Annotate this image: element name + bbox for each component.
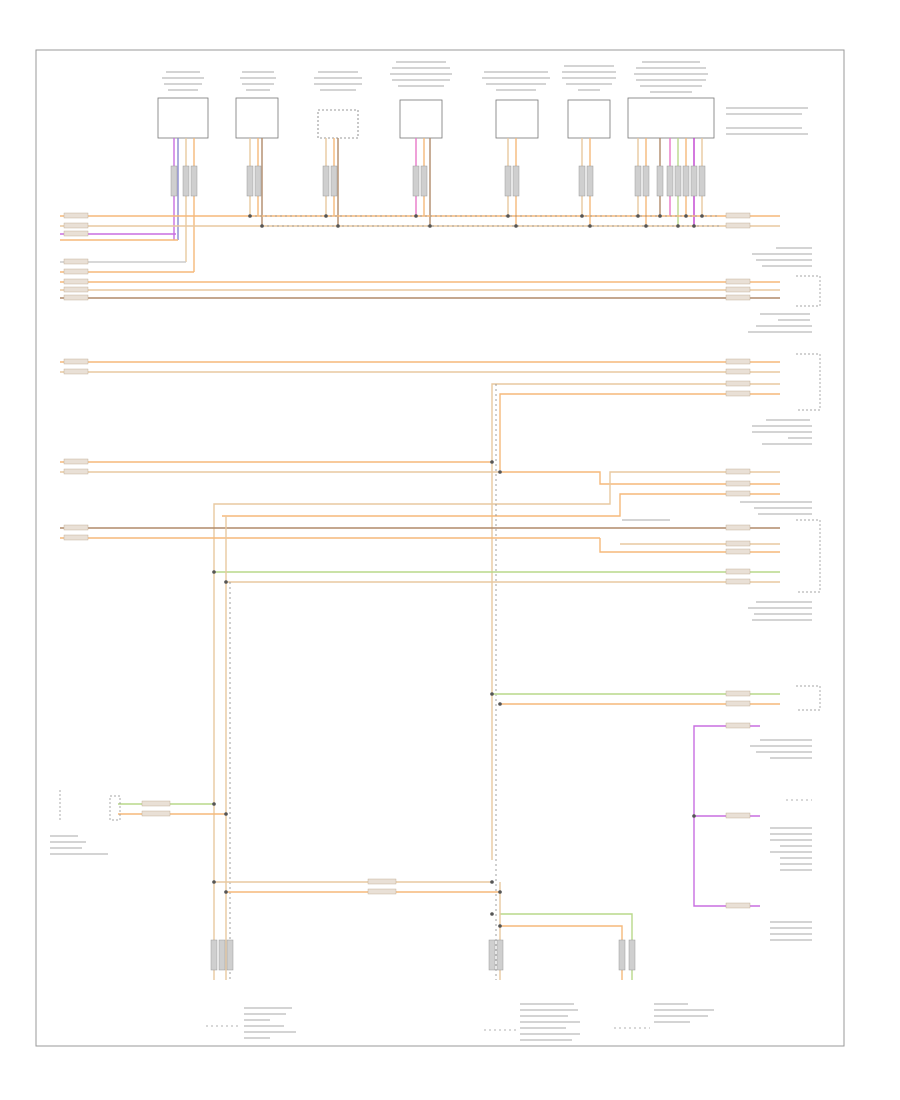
- bottom-connectors: [210, 939, 636, 971]
- module-box-4: [399, 99, 443, 139]
- wire-tags: [63, 212, 751, 909]
- bottom-label-marks: [244, 1003, 714, 1041]
- module-box-5: [495, 99, 539, 139]
- module-box-2: [235, 97, 279, 139]
- bottom-dashes: [206, 799, 812, 1031]
- right-brackets: [59, 275, 821, 821]
- diagram-frame: [35, 49, 845, 1047]
- right-label-marks: [50, 247, 812, 941]
- module-drop-wires: [173, 138, 703, 272]
- drop-connectors: [170, 165, 706, 197]
- module-label-marks: [162, 61, 808, 135]
- lower-bus: [118, 693, 780, 980]
- module-box-3: [317, 109, 359, 139]
- module-box-6: [567, 99, 611, 139]
- mid-bus: [60, 361, 780, 980]
- module-box-7: [627, 97, 715, 139]
- top-bus: [60, 215, 780, 299]
- top-module-boxes: [157, 97, 715, 139]
- splice-dots: [212, 214, 704, 928]
- module-box-1: [157, 97, 209, 139]
